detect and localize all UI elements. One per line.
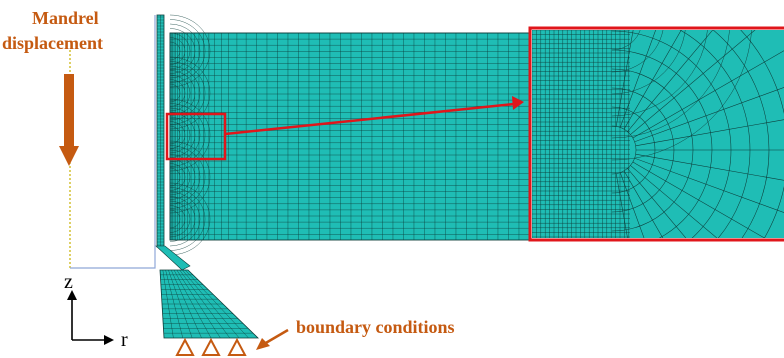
mandrel-label-line2: displacement	[2, 33, 103, 53]
triangle-support-icon	[175, 337, 247, 356]
axis-r-label: r	[121, 329, 128, 351]
zoom-mesh	[532, 30, 784, 238]
die-corner-strip	[155, 245, 191, 271]
zoom-frame	[528, 26, 784, 242]
arrow-down-icon	[59, 74, 79, 166]
die-mesh	[159, 269, 259, 339]
arrow-right-icon	[224, 96, 524, 136]
callout-box	[165, 112, 227, 161]
mandrel-outline	[70, 15, 156, 269]
boundary-label: boundary conditions	[296, 317, 455, 337]
thin-plate	[156, 14, 165, 248]
axis-arrow-icon	[67, 290, 114, 345]
mandrel-label-line1: Mandrel	[32, 8, 99, 28]
boundary-arrow-icon	[256, 328, 289, 350]
axis-z-label: z	[64, 271, 73, 293]
